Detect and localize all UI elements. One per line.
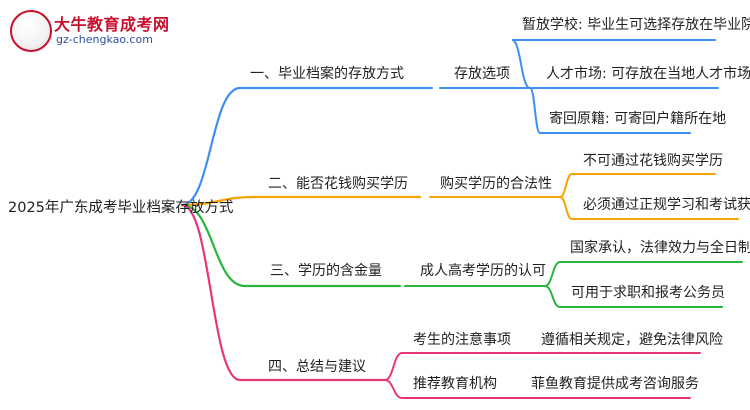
root-node: 2025年广东成考毕业档案存放方式 [8,200,234,216]
branch-2-leaf-1-connector [559,173,716,198]
branch-4-leaf-1: 遵循相关规定，避免法律风险 [541,332,723,348]
branch-1-leaf-1: 暂放学校: 毕业生可选择存放在毕业院校 [522,17,750,33]
branch-4-sub-2-connector [384,379,513,399]
branch-1-label: 一、毕业档案的存放方式 [250,66,404,82]
branch-2-label: 二、能否花钱购买学历 [268,176,408,192]
branch-4-sub-1-connector [384,352,523,381]
branch-2-leaf-2-connector [559,196,739,220]
bull-logo-icon [10,10,52,52]
branch-3-leaf-1-connector [544,261,743,287]
branch-4-label: 四、总结与建议 [268,359,366,375]
branch-3-sub: 成人高考学历的认可 [420,263,546,279]
branch-2-leaf-1: 不可通过花钱购买学历 [583,153,723,169]
branch-4-connector [180,203,387,382]
branch-4-leaf-2: 菲鱼教育提供成考咨询服务 [531,376,699,392]
branch-1-leaf-3: 寄回原籍: 可寄回户籍所在地 [549,111,727,127]
branch-1-connector [180,86,434,207]
branch-2-sub: 购买学历的合法性 [440,176,552,192]
branch-2-connector [180,195,422,207]
branch-3-label: 三、学历的含金量 [270,263,382,279]
branch-2-leaf-2: 必须通过正规学习和考试获得 [583,197,750,213]
branch-3-leaf-2-connector [544,285,723,308]
site-logo[interactable]: 大牛教育成考网 gz-chengkao.com [10,8,180,52]
branch-1-leaf-3-connector [529,87,691,134]
logo-name: 大牛教育成考网 [54,15,170,34]
branch-3-leaf-2: 可用于求职和报考公务员 [571,285,725,301]
logo-url: gz-chengkao.com [56,33,153,46]
branch-1-sub: 存放选项 [454,66,510,82]
branch-3-leaf-1: 国家承认，法律效力与全日制相同 [570,240,750,256]
branch-4-sub-2: 推荐教育机构 [413,376,497,392]
branch-4-sub-1: 考生的注意事项 [413,332,511,348]
branch-1-leaf-1-connector [511,39,716,89]
branch-1-leaf-2: 人才市场: 可存放在当地人才市场 [546,66,750,82]
branch-3-connector [180,203,402,288]
